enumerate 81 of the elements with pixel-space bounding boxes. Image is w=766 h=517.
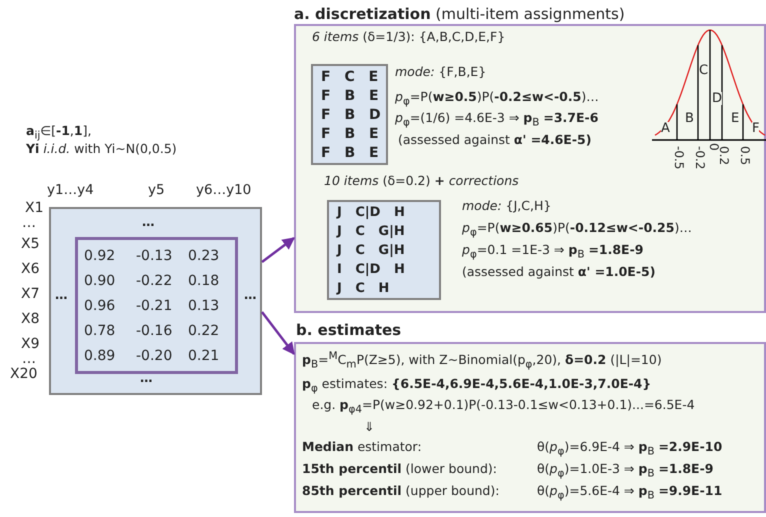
tick-label: 0.5 (737, 146, 751, 166)
matrix-value: 0.89 (84, 348, 116, 364)
formula-text: θ(p$_{φ}$)=1.0E-3 ⇒ p$_{B}$ =1.8E-9 (537, 462, 714, 480)
panel-heading: a. discretization (multi-item assignments) (294, 6, 625, 24)
tick-label: -0.5 (671, 146, 685, 170)
matrix-box (49, 207, 262, 395)
row-label: X8 (21, 311, 40, 328)
arrow (261, 237, 295, 263)
estimator-label: 85th percentil (upper bound): (302, 484, 500, 498)
formula-text: p$_{φ}$=P(w≥0.65)P(-0.12≤w<-0.25)… (462, 221, 692, 238)
formula-text: p$_{φ}$=P(w≥0.5)P(-0.2≤w<-0.5)… (395, 90, 599, 108)
bin-label: B (685, 112, 694, 125)
formula-text: (assessed against α' =1.0E-5) (462, 265, 656, 280)
formula-text: θ(p$_{φ}$)=6.9E-4 ⇒ p$_{B}$ =2.9E-10 (537, 440, 722, 458)
matrix-value: 0.92 (84, 248, 116, 264)
row-label: X1 (25, 200, 44, 216)
formula-text: mode: {J,C,H} (462, 199, 552, 214)
formula-text: mode: {F,B,E} (395, 65, 486, 80)
matrix-value: -0.20 (136, 348, 172, 364)
bin-label: A (661, 122, 670, 135)
row-label: X7 (21, 286, 40, 302)
matrix-value: 0.23 (188, 248, 220, 264)
formula-text: p$_{B}$=$^{M}$C$_{m}$P(Z≥5), with Z~Binomial(p$_{φ}$,20), δ=0.2 (|L|=10) (302, 350, 662, 371)
letter-row: F B E (321, 145, 379, 161)
matrix-value: 0.90 (84, 273, 116, 290)
letter-row: F B E (321, 126, 379, 142)
letter-row: J C G|H (337, 224, 405, 239)
ellipsis: … (140, 371, 152, 386)
panel-heading: b. estimates (296, 322, 402, 340)
letter-row: J C|D H (337, 205, 405, 220)
bin-label: F (752, 122, 760, 135)
estimator-label: 15th percentil (lower bound): (302, 462, 497, 476)
letter-row: J C G|H (337, 243, 405, 258)
bin-label: C (699, 64, 708, 77)
arrow (261, 311, 295, 355)
matrix-value: 0.18 (188, 273, 220, 290)
matrix-value: -0.21 (136, 298, 172, 314)
formula-text: 6 items (δ=1/3): {A,B,C,D,E,F} (312, 30, 506, 44)
column-label: y6…y10 (196, 183, 252, 199)
letter-row: F C E (321, 69, 378, 85)
ellipsis: … (55, 288, 68, 302)
formula-text: θ(p$_{φ}$)=5.6E-4 ⇒ p$_{B}$ =9.9E-11 (537, 484, 722, 502)
letter-row: I C|D H (337, 262, 405, 277)
ellipsis: … (142, 215, 154, 230)
matrix-value: -0.13 (136, 248, 172, 264)
bicluster-box (75, 237, 238, 374)
down-arrow-symbol: ⇓ (364, 420, 374, 434)
formula-text: (assessed against α' =4.6E-5) (398, 133, 592, 148)
column-label: y5 (148, 183, 165, 199)
matrix-value: -0.16 (136, 323, 172, 340)
formula-text: p$_{φ}$=(1/6) =4.6E-3 ⇒ p$_{B}$ =3.7E-6 (395, 111, 598, 128)
matrix-value: 0.22 (188, 323, 220, 340)
letter-matrix (327, 200, 441, 300)
estimator-label: Median estimator: (302, 440, 422, 454)
matrix-value: 0.13 (188, 298, 220, 314)
formula-text: 10 items (δ=0.2) + corrections (324, 174, 519, 188)
matrix-value: 0.78 (84, 323, 116, 340)
ellipsis: … (244, 288, 256, 302)
letter-matrix (311, 64, 388, 165)
matrix-value: 0.96 (84, 298, 116, 314)
bin-label: D (712, 92, 722, 105)
formula-text: p$_{φ}$ estimates: {6.5E-4,6.9E-4,5.6E-4,1.0E-3,7.0E-4} (302, 377, 652, 394)
matrix-value: 0.21 (188, 348, 220, 364)
tick-label: 0 (706, 143, 720, 151)
row-label: … (22, 215, 36, 232)
column-label: y1…y4 (47, 183, 94, 199)
row-label: … (22, 351, 36, 368)
note-text: Yi i.i.d. with Yi~N(0,0.5) (26, 142, 177, 156)
row-label: X20 (10, 366, 38, 382)
row-label: X5 (21, 236, 40, 252)
letter-row: F B E (321, 88, 379, 104)
row-label: X9 (21, 336, 40, 352)
letter-row: J C H (337, 281, 390, 296)
matrix-value: -0.22 (136, 273, 172, 290)
row-label: X6 (21, 261, 40, 278)
tick-label: -0.2 (692, 146, 706, 170)
formula-text: e.g. p$_{φ4}$=P(w≥0.92+0.1)P(-0.13-0.1≤w<0.13+0.1)...=6.5E-4 (312, 398, 695, 416)
letter-row: F B D (321, 107, 381, 123)
formula-text: p$_{φ}$=0.1 =1E-3 ⇒ p$_{B}$ =1.8E-9 (462, 243, 644, 260)
note-text: a$_{ij}$∈[-1,1], (26, 124, 92, 142)
bin-label: E (731, 112, 740, 125)
